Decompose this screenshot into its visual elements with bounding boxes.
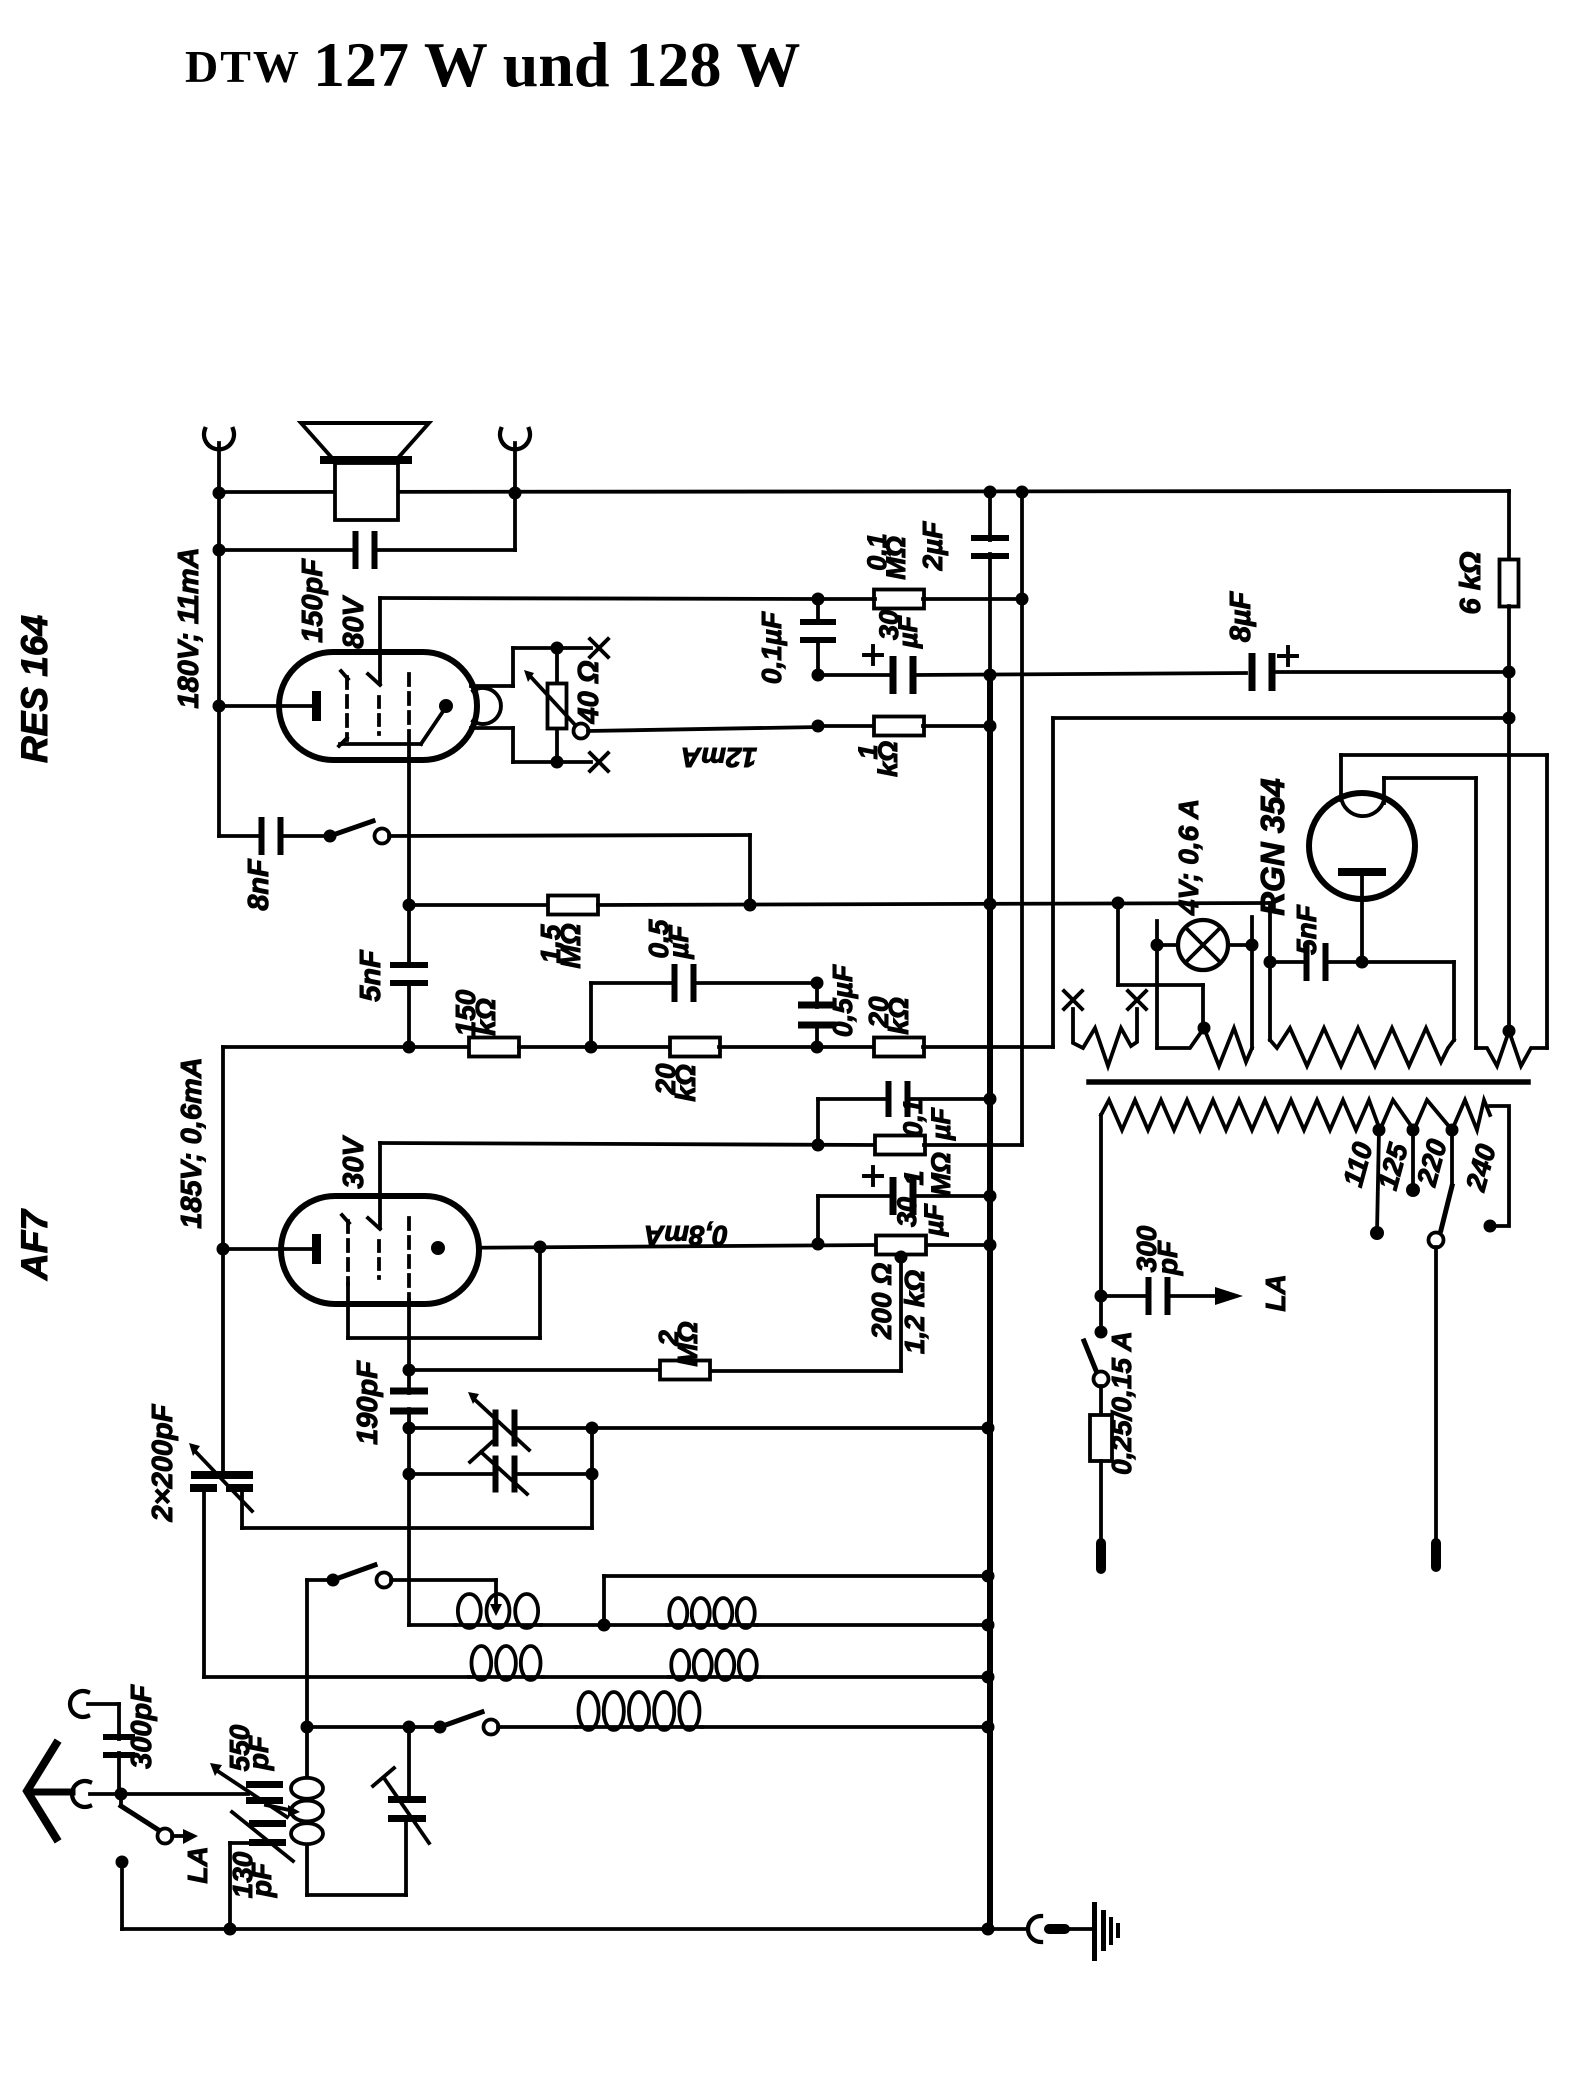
svg-text:110: 110 (1337, 1139, 1379, 1191)
svg-text:0,5: 0,5 (643, 919, 674, 958)
svg-text:240: 240 (1460, 1141, 1502, 1196)
svg-text:8µF: 8µF (1225, 590, 1257, 642)
svg-text:200 Ω: 200 Ω (866, 1263, 897, 1340)
svg-text:2µF: 2µF (917, 521, 948, 572)
svg-text:µF: µF (926, 1106, 956, 1141)
svg-text:0,1µF: 0,1µF (756, 611, 787, 684)
svg-text:220: 220 (1411, 1136, 1453, 1191)
svg-text:pF: pF (1152, 1240, 1183, 1276)
svg-text:12mA: 12mA (681, 742, 757, 773)
svg-text:MΩ: MΩ (881, 536, 911, 580)
svg-text:µF: µF (919, 1202, 949, 1237)
svg-text:1,5: 1,5 (535, 924, 566, 963)
svg-text:µF: µF (893, 614, 923, 649)
svg-text:LA: LA (182, 1846, 213, 1883)
svg-text:kΩ: kΩ (670, 1064, 701, 1102)
svg-text:5nF: 5nF (355, 949, 387, 1002)
svg-text:30V: 30V (338, 1135, 370, 1189)
svg-text:30: 30 (892, 1197, 922, 1227)
svg-text:MΩ: MΩ (672, 1321, 703, 1366)
svg-text:1: 1 (853, 744, 883, 759)
svg-text:1,2 kΩ: 1,2 kΩ (899, 1270, 930, 1354)
svg-text:300pF: 300pF (126, 1684, 158, 1769)
svg-text:20: 20 (650, 1063, 681, 1096)
svg-text:0,8mA: 0,8mA (644, 1220, 728, 1251)
svg-text:LA: LA (1260, 1274, 1291, 1311)
svg-text:180V; 11mA: 180V; 11mA (173, 547, 205, 708)
svg-text:kΩ: kΩ (883, 997, 914, 1035)
svg-text:185V; 0,6mA: 185V; 0,6mA (176, 1057, 208, 1228)
svg-text:pF: pF (246, 1862, 277, 1898)
svg-text:kΩ: kΩ (470, 998, 501, 1036)
svg-text:0,25/0,15 A: 0,25/0,15 A (1106, 1331, 1137, 1475)
svg-text:5nF: 5nF (1291, 904, 1322, 955)
svg-text:0,5µF: 0,5µF (827, 964, 858, 1037)
svg-text:kΩ: kΩ (873, 741, 903, 777)
svg-text:MΩ: MΩ (926, 1152, 956, 1196)
svg-text:µF: µF (663, 924, 694, 959)
svg-text:150: 150 (450, 989, 481, 1036)
svg-text:4V; 0,6 A: 4V; 0,6 A (1173, 799, 1204, 916)
svg-text:150pF: 150pF (297, 558, 329, 643)
svg-text:2: 2 (653, 1330, 684, 1347)
svg-text:MΩ: MΩ (555, 923, 586, 968)
svg-text:20: 20 (863, 996, 894, 1029)
svg-text:30: 30 (874, 610, 904, 640)
svg-text:RES 164: RES 164 (14, 615, 55, 763)
svg-text:DTW: DTW (185, 41, 301, 92)
svg-text:0,1: 0,1 (898, 1099, 928, 1137)
svg-text:6 kΩ: 6 kΩ (1455, 551, 1487, 614)
svg-text:8nF: 8nF (243, 858, 275, 911)
svg-text:AF7: AF7 (14, 1208, 55, 1281)
svg-text:0,1: 0,1 (862, 533, 892, 571)
svg-text:127 W und 128 W: 127 W und 128 W (313, 29, 800, 100)
svg-text:pF: pF (243, 1735, 274, 1771)
svg-text:RGN 354: RGN 354 (1254, 778, 1291, 916)
svg-text:550: 550 (224, 1724, 255, 1771)
svg-text:40 Ω: 40 Ω (573, 660, 605, 724)
svg-text:190pF: 190pF (352, 1360, 384, 1445)
svg-text:1: 1 (899, 1170, 929, 1185)
svg-text:130: 130 (227, 1851, 258, 1898)
svg-text:300: 300 (1131, 1225, 1162, 1272)
svg-text:2×200pF: 2×200pF (147, 1403, 179, 1522)
svg-text:80V: 80V (338, 595, 370, 649)
